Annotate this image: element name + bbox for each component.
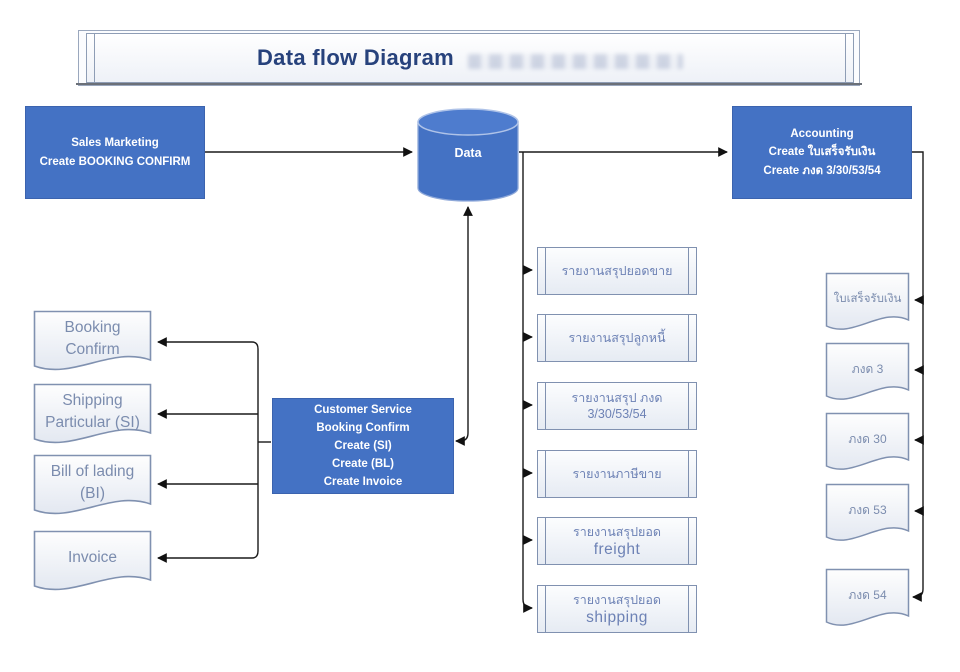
document-receipt[interactable]: ใบเสร็จรับเงิน [825,272,910,332]
report-label: รายงานสรุป ภงด [571,391,663,405]
document-invoice[interactable]: Invoice [33,530,152,592]
datastore-cylinder[interactable]: Data [417,108,519,203]
report-label: 3/30/53/54 [587,407,647,421]
process-line: Create (BL) [332,458,394,470]
report-right-bar [688,451,689,497]
report-label: shipping [586,608,648,626]
report-right-bar [688,383,689,429]
report-label: รายงานสรุปยอด [573,524,661,539]
report-shipping-summary[interactable]: รายงานสรุปยอด shipping [537,585,697,633]
document-booking-confirm[interactable]: Booking Confirm [33,310,152,372]
document-label: Particular (SI) [45,414,140,431]
document-shape [825,342,910,400]
document-shipping-particular[interactable]: Shipping Particular (SI) [33,383,152,445]
report-left-bar [545,315,546,361]
process-line: Create Invoice [323,476,403,488]
document-pnd53[interactable]: ภงด 53 [825,483,910,543]
document-label: ภงด 53 [848,503,887,517]
title-underline [76,83,862,85]
document-pnd54[interactable]: ภงด 54 [825,568,910,628]
report-left-bar [545,518,546,564]
report-right-bar [688,248,689,294]
report-label: รายงานสรุปลูกหนี้ [568,331,666,345]
document-shape [825,412,910,470]
page-title: Data flow Diagram [256,45,455,70]
document-label: Invoice [67,549,118,566]
cylinder-shape [417,108,519,202]
report-left-bar [545,451,546,497]
report-label: รายงานสรุปยอด [573,592,661,607]
arrow-data-customer-service [455,206,473,446]
document-label: ใบเสร็จรับเงิน [833,293,902,305]
document-shape [825,272,910,330]
report-receivables-summary[interactable]: รายงานสรุปลูกหนี้ [537,314,697,362]
title-right-bar [845,34,846,82]
title-bar: Data flow Diagram [86,33,854,83]
document-label: (BI) [80,485,105,502]
process-line: Booking Confirm [316,422,410,434]
document-shape [33,310,152,371]
process-box-sales-marketing[interactable]: Sales Marketing Create BOOKING CONFIRM [25,106,205,199]
process-box-customer-service[interactable]: Customer Service Booking Confirm Create … [272,398,454,494]
report-label: รายงานภาษีขาย [572,467,662,481]
document-shape [825,483,910,541]
report-pnd-summary[interactable]: รายงานสรุป ภงด 3/30/53/54 [537,382,697,430]
report-right-bar [688,518,689,564]
report-label: รายงานสรุปยอดขาย [561,264,673,278]
document-label: ภงด 54 [848,588,887,602]
document-shape [33,530,152,591]
process-line: Accounting [790,127,854,140]
report-right-bar [688,586,689,632]
process-line: Create BOOKING CONFIRM [39,155,191,168]
process-line: Create ใบเสร็จรับเงิน [768,146,876,159]
document-label: Bill of lading [50,463,135,480]
redacted-title-suffix [468,53,684,69]
trunk-left-docs [251,341,259,559]
document-shape [33,454,152,515]
report-left-bar [545,383,546,429]
trunk-right-docs [910,151,924,602]
report-sales-summary[interactable]: รายงานสรุปยอดขาย [537,247,697,295]
report-sales-tax[interactable]: รายงานภาษีขาย [537,450,697,498]
document-label: ภงด 30 [848,432,887,446]
process-line: Create ภงด 3/30/53/54 [763,164,881,177]
process-line: Customer Service [314,404,412,416]
process-line: Create (SI) [334,440,392,452]
document-label: ภงด 3 [851,362,884,376]
report-left-bar [545,586,546,632]
document-pnd30[interactable]: ภงด 30 [825,412,910,472]
document-shape [33,383,152,444]
document-pnd3[interactable]: ภงด 3 [825,342,910,402]
process-box-accounting[interactable]: Accounting Create ใบเสร็จรับเงิน Create … [732,106,912,199]
title-left-bar [94,34,95,82]
document-shape [825,568,910,626]
datastore-label: Data [454,146,482,160]
report-freight-summary[interactable]: รายงานสรุปยอด freight [537,517,697,565]
process-line: Sales Marketing [71,137,159,149]
document-label: Booking [64,319,121,336]
report-right-bar [688,315,689,361]
document-label: Shipping [62,392,123,409]
document-label: Confirm [65,341,120,358]
report-left-bar [545,248,546,294]
trunk-reports [522,152,533,613]
report-label: freight [593,540,641,558]
document-bill-of-lading[interactable]: Bill of lading (BI) [33,454,152,516]
